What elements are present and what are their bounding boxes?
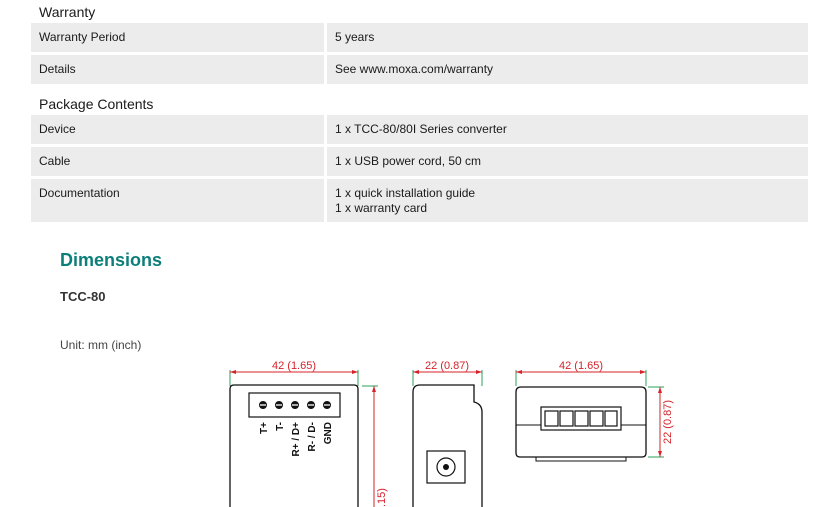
documentation-value: 1 x quick installation guide 1 x warrant… bbox=[327, 179, 808, 222]
terminal-screws bbox=[259, 401, 331, 409]
warranty-period-value: 5 years bbox=[327, 23, 808, 52]
dimensions-heading: Dimensions bbox=[60, 250, 163, 270]
model-name: TCC-80 bbox=[60, 289, 106, 304]
warranty-period-label: Warranty Period bbox=[31, 23, 324, 52]
device-value: 1 x TCC-80/80I Series converter bbox=[327, 115, 808, 144]
table-row: Documentation 1 x quick installation gui… bbox=[31, 179, 808, 222]
top-view: 42 (1.65) 22 (0.87) bbox=[515, 360, 674, 462]
table-row: Details See www.moxa.com/warranty bbox=[31, 55, 808, 84]
pin-label: GND bbox=[323, 422, 334, 444]
side-view: 22 (0.87) bbox=[412, 360, 483, 507]
top-height-label: 22 (0.87) bbox=[662, 400, 674, 444]
documentation-line-2: 1 x warranty card bbox=[335, 201, 428, 215]
unit-label: Unit: mm (inch) bbox=[60, 338, 142, 352]
cable-value: 1 x USB power cord, 50 cm bbox=[327, 147, 808, 176]
front-width-label: 42 (1.65) bbox=[272, 360, 316, 372]
documentation-line-1: 1 x quick installation guide bbox=[335, 186, 476, 200]
pin-label: T+ bbox=[259, 422, 270, 434]
front-height-label: .15) bbox=[376, 488, 388, 507]
warranty-heading: Warranty bbox=[39, 4, 96, 20]
documentation-label: Documentation bbox=[31, 179, 324, 222]
top-width-label: 42 (1.65) bbox=[559, 360, 603, 372]
package-heading: Package Contents bbox=[39, 96, 154, 112]
pin-label: R+ / D+ bbox=[291, 422, 302, 457]
details-label: Details bbox=[31, 55, 324, 84]
pin-label: R- / D- bbox=[307, 422, 318, 451]
side-width-label: 22 (0.87) bbox=[425, 360, 469, 372]
table-row: Cable 1 x USB power cord, 50 cm bbox=[31, 147, 808, 176]
details-value: See www.moxa.com/warranty bbox=[327, 55, 808, 84]
table-row: Warranty Period 5 years bbox=[31, 23, 808, 52]
pin-label: T- bbox=[275, 422, 286, 431]
cable-label: Cable bbox=[31, 147, 324, 176]
front-view: 42 (1.65) T+ T- R+ / D+ R- / D- GND .15) bbox=[229, 360, 388, 507]
table-row: Device 1 x TCC-80/80I Series converter bbox=[31, 115, 808, 144]
dc-jack-icon bbox=[443, 464, 449, 470]
device-label: Device bbox=[31, 115, 324, 144]
